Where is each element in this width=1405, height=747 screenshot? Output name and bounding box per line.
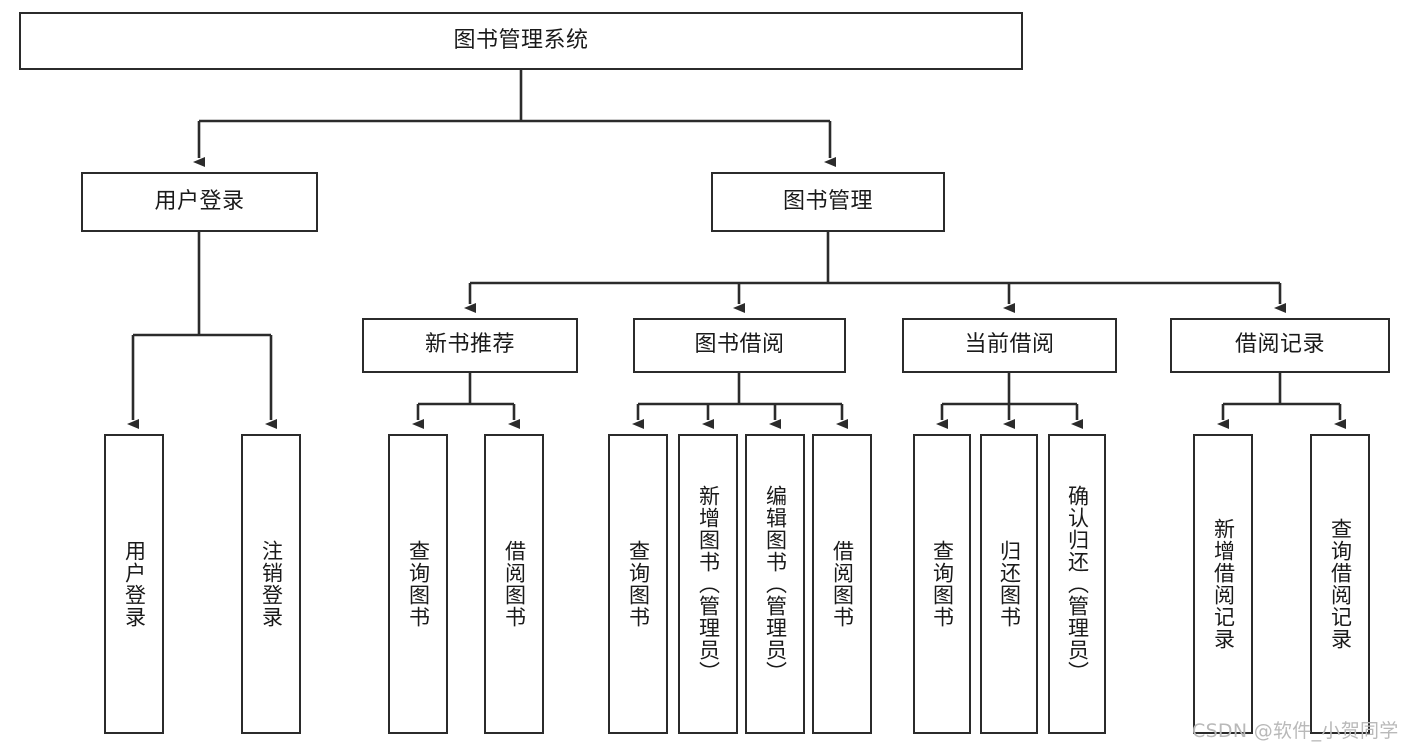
node-book-borrow-label: 图书借阅 [694, 332, 785, 358]
node-book-manage[interactable]: 图书管理 [711, 172, 945, 232]
leaf-return-book-label: 归还图书 [997, 540, 1022, 628]
node-book-borrow[interactable]: 图书借阅 [633, 318, 846, 373]
csdn-watermark: CSDN @软件_小贺同学 [1192, 720, 1399, 742]
leaf-add-record-label: 新增借阅记录 [1211, 518, 1236, 650]
node-borrow-record-label: 借阅记录 [1234, 332, 1325, 358]
leaf-query-book-3[interactable]: 查询图书 [913, 434, 971, 734]
leaf-return-book[interactable]: 归还图书 [980, 434, 1038, 734]
node-borrow-record[interactable]: 借阅记录 [1170, 318, 1390, 373]
leaf-borrow-book-2-label: 借阅图书 [830, 540, 855, 628]
node-root[interactable]: 图书管理系统 [19, 12, 1023, 70]
leaf-query-record[interactable]: 查询借阅记录 [1310, 434, 1370, 734]
leaf-edit-book-label: 编辑图书（管理员） [763, 485, 788, 683]
leaf-edit-book[interactable]: 编辑图书（管理员） [745, 434, 805, 734]
leaf-logout-label: 注销登录 [259, 540, 284, 628]
leaf-add-record[interactable]: 新增借阅记录 [1193, 434, 1253, 734]
node-new-book-recommend[interactable]: 新书推荐 [362, 318, 578, 373]
node-user-login-label: 用户登录 [154, 188, 245, 214]
node-new-book-recommend-label: 新书推荐 [424, 332, 515, 358]
leaf-user-login[interactable]: 用户登录 [104, 434, 164, 734]
node-current-borrow[interactable]: 当前借阅 [902, 318, 1117, 373]
leaf-confirm-return-label: 确认归还（管理员） [1065, 485, 1090, 683]
leaf-query-book-1-label: 查询图书 [406, 540, 431, 628]
leaf-query-book-2-label: 查询图书 [626, 540, 651, 628]
leaf-borrow-book-1-label: 借阅图书 [502, 540, 527, 628]
node-book-manage-label: 图书管理 [782, 188, 873, 214]
leaf-query-book-2[interactable]: 查询图书 [608, 434, 668, 734]
leaf-add-book[interactable]: 新增图书（管理员） [678, 434, 738, 734]
node-user-login[interactable]: 用户登录 [81, 172, 318, 232]
node-root-label: 图书管理系统 [453, 27, 589, 53]
leaf-query-record-label: 查询借阅记录 [1328, 518, 1353, 650]
node-current-borrow-label: 当前借阅 [964, 332, 1055, 358]
leaf-borrow-book-1[interactable]: 借阅图书 [484, 434, 544, 734]
leaf-add-book-label: 新增图书（管理员） [696, 485, 721, 683]
leaf-query-book-3-label: 查询图书 [930, 540, 955, 628]
leaf-user-login-label: 用户登录 [122, 540, 147, 628]
leaf-borrow-book-2[interactable]: 借阅图书 [812, 434, 872, 734]
leaf-confirm-return[interactable]: 确认归还（管理员） [1048, 434, 1106, 734]
leaf-query-book-1[interactable]: 查询图书 [388, 434, 448, 734]
leaf-logout[interactable]: 注销登录 [241, 434, 301, 734]
